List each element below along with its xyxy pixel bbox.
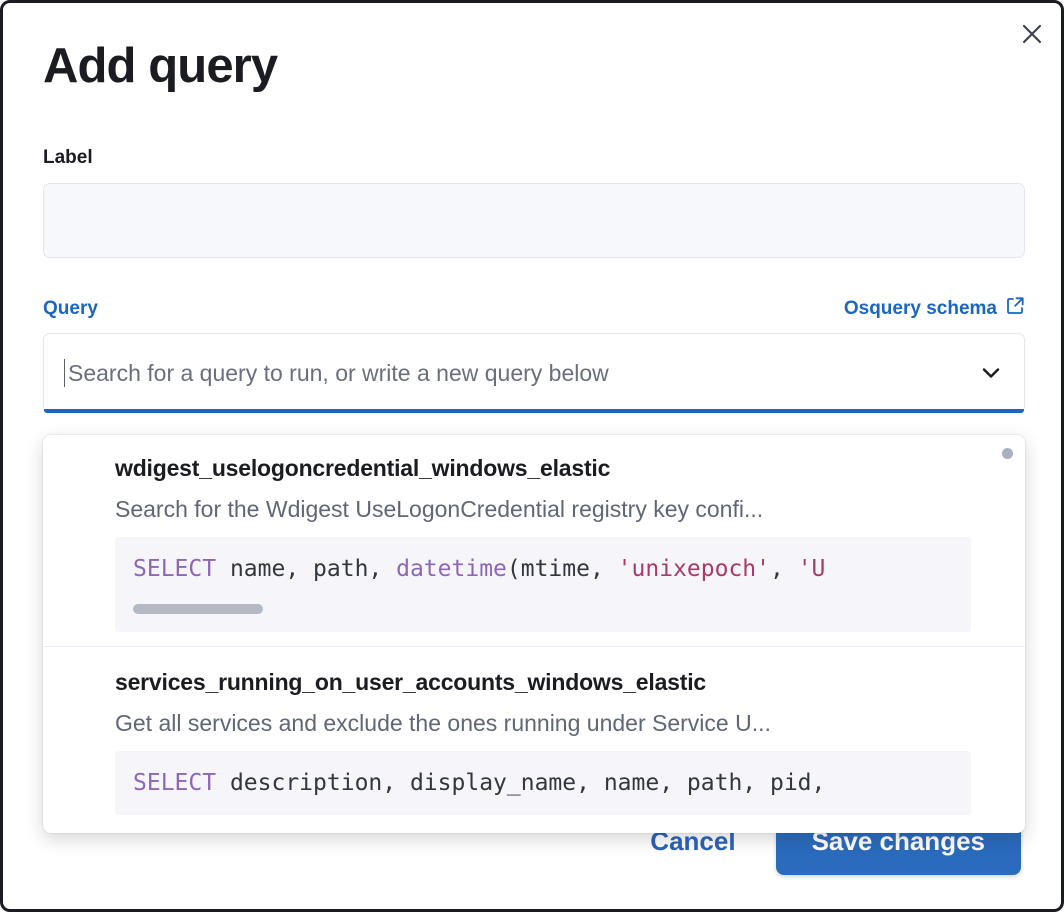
code-line: SELECT description, display_name, name, … (133, 770, 826, 797)
query-field-header: Query Osquery schema (43, 296, 1025, 321)
page-title: Add query (43, 39, 278, 93)
combobox-focus-underline (44, 409, 1024, 414)
modal-body: Add query Label Query Osquery schema Sea… (3, 3, 1061, 414)
suggestion-title: wdigest_uselogoncredential_windows_elast… (115, 455, 611, 481)
query-search-combobox[interactable]: Search for a query to run, or write a ne… (43, 333, 1025, 414)
osquery-schema-link[interactable]: Osquery schema (844, 296, 1025, 321)
query-field-label: Query (43, 297, 98, 319)
close-icon-button[interactable] (1013, 15, 1051, 53)
label-field-label: Label (43, 147, 93, 169)
code-horizontal-scrollbar[interactable] (133, 604, 971, 615)
list-item[interactable]: wdigest_uselogoncredential_windows_elast… (43, 435, 1025, 633)
suggestion-title: services_running_on_user_accounts_window… (115, 669, 706, 696)
suggestion-description: Get all services and exclude the ones ru… (115, 710, 771, 737)
query-search-placeholder: Search for a query to run, or write a ne… (68, 359, 609, 386)
code-line: SELECT name, path, datetime(mtime, 'unix… (133, 556, 826, 582)
close-icon (1021, 23, 1043, 45)
dropdown-vertical-scrollbar[interactable] (1002, 448, 1013, 459)
external-link-icon (1006, 296, 1025, 321)
osquery-schema-link-label: Osquery schema (843, 297, 997, 319)
list-item[interactable]: services_running_on_user_accounts_window… (43, 646, 1025, 815)
code-horizontal-scrollbar-thumb[interactable] (133, 604, 263, 615)
chevron-down-icon[interactable] (976, 358, 1006, 388)
label-input[interactable] (43, 183, 1025, 259)
suggestion-description: Search for the Wdigest UseLogonCredentia… (115, 496, 764, 522)
suggestion-code-block: SELECT name, path, datetime(mtime, 'unix… (115, 537, 971, 633)
suggestion-code-block: SELECT description, display_name, name, … (115, 751, 971, 815)
query-suggestions-dropdown[interactable]: wdigest_uselogoncredential_windows_elast… (43, 435, 1025, 833)
text-cursor (64, 359, 65, 388)
